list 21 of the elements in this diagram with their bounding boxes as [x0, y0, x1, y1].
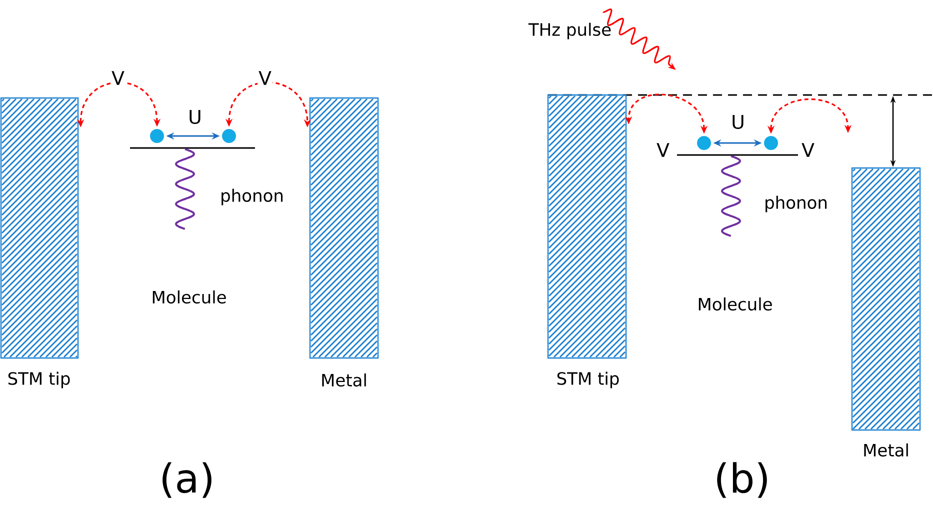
electron [150, 129, 164, 143]
panel-label: (a) [162, 462, 212, 498]
edge-label: V [112, 71, 124, 85]
electron [764, 136, 778, 150]
electron [222, 129, 236, 143]
molecule-label: Molecule [152, 290, 226, 304]
electron [697, 136, 711, 150]
panel-label: (b) [717, 462, 767, 498]
edge-label: V [656, 143, 670, 157]
electrode-label: Metal [864, 443, 908, 457]
phonon-label: phonon [222, 188, 283, 206]
edge-label: V [258, 71, 272, 85]
pulse-label: THz pulse [528, 22, 611, 40]
electrode-label: STM tip [557, 372, 619, 388]
edge-label: V [802, 143, 814, 157]
electrode-label: Metal [322, 373, 366, 387]
edge-label: U [732, 114, 744, 130]
edge-label: U [190, 110, 200, 124]
electrode-label: STM tip [8, 372, 70, 388]
phonon-label: phonon [766, 196, 827, 212]
molecule-label: Molecule [698, 297, 772, 311]
